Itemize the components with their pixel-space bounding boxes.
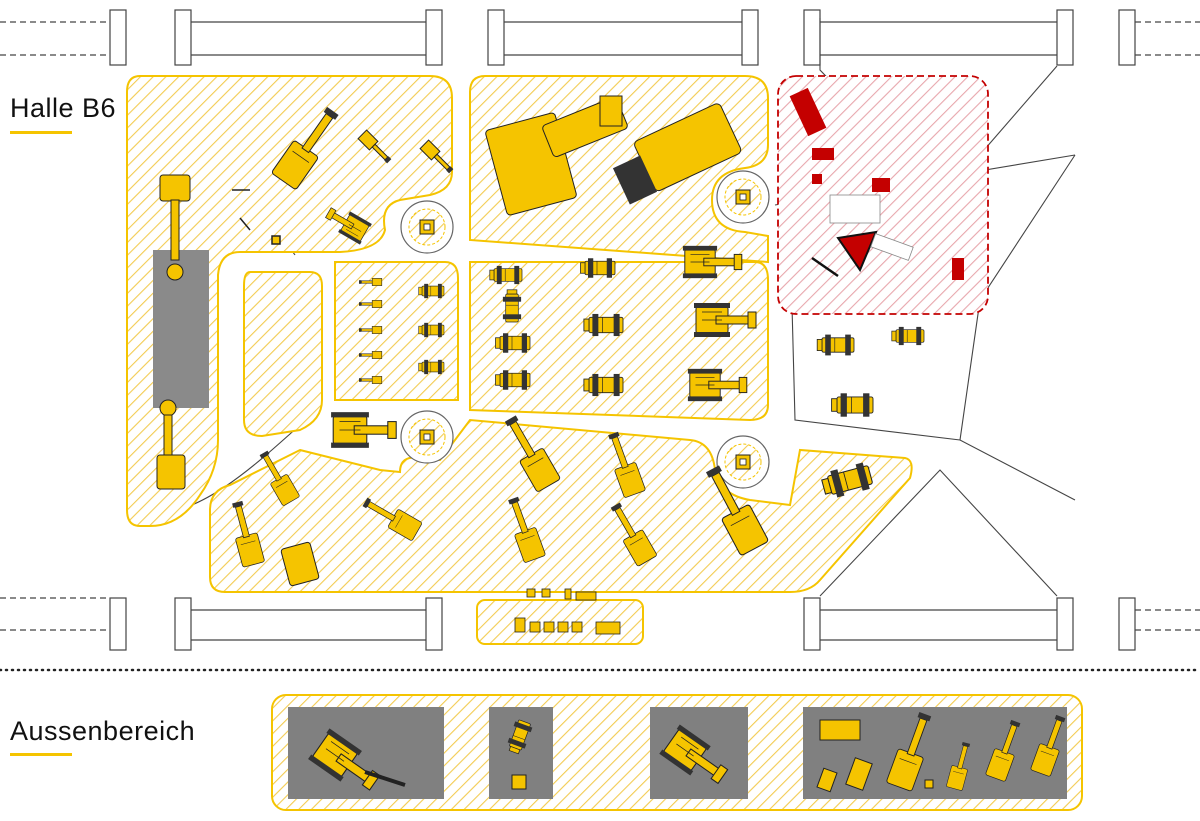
large-dozer[interactable] [612, 102, 742, 205]
turntable-icon [400, 200, 454, 254]
outdoor-title-underline [10, 753, 72, 756]
hall-walls [0, 9, 1200, 651]
area-south[interactable] [209, 418, 913, 593]
turntable-icon [716, 435, 770, 489]
turntable-icon [716, 170, 770, 224]
warning-triangle-icon [836, 230, 878, 273]
hall-title: Halle B6 [10, 93, 117, 123]
large-excavator[interactable] [485, 95, 629, 216]
hall-title-underline [10, 131, 72, 134]
outdoor-title: Aussenbereich [10, 716, 196, 746]
machines [156, 95, 925, 635]
outdoor-machines [307, 709, 1072, 799]
area-center-left[interactable] [243, 271, 323, 438]
crane-icon[interactable] [156, 174, 191, 490]
area-west[interactable] [126, 75, 453, 527]
turntable-icon [400, 410, 454, 464]
restricted-area[interactable] [777, 75, 989, 315]
